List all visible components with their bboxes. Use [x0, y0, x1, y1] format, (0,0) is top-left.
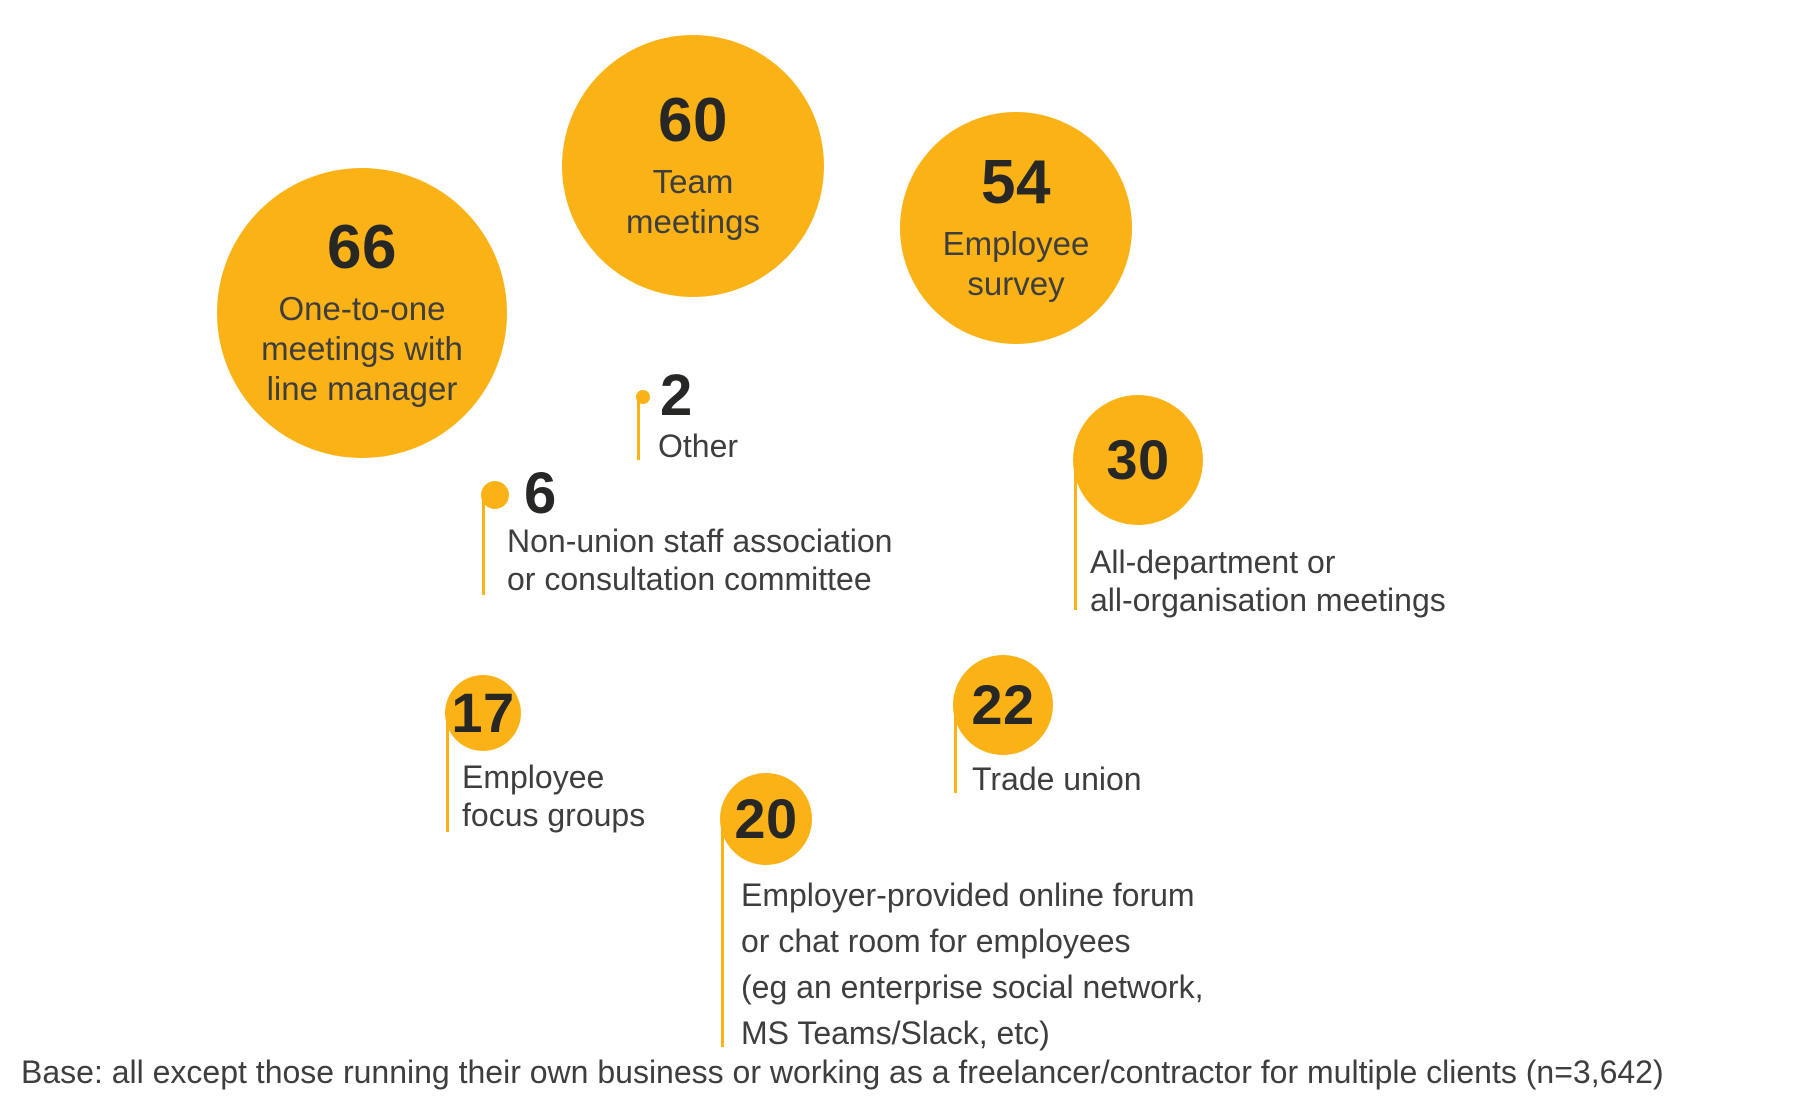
bubble-label-line: One-to-one [278, 290, 446, 327]
bubble-value: 6 [524, 460, 557, 526]
bubble-label-line: all-organisation meetings [1090, 582, 1446, 618]
bubble-circle-30: 30 [1073, 395, 1203, 525]
bubble-value: 54 [981, 148, 1051, 217]
bubble-circle-17: 17 [445, 675, 521, 751]
bubble-value: 66 [327, 213, 397, 282]
bubble-label-line: Employee [462, 759, 605, 795]
bubble-value: 60 [658, 86, 728, 155]
bubble-value: 22 [971, 673, 1035, 736]
bubble-label-line: survey [967, 265, 1065, 302]
connector-line-30 [1074, 460, 1077, 610]
bubble-label: Employer-provided online forum or chat ro… [741, 872, 1203, 1056]
bubble-value: 20 [734, 787, 798, 850]
bubble-dot-2 [636, 390, 650, 404]
bubble-label-line: Non-union staff association [507, 523, 893, 559]
bubble-label: Trade union [972, 760, 1142, 798]
connector-line-22 [954, 705, 957, 793]
bubble-label-line: Employee [942, 225, 1090, 262]
bubble-label-line: meetings with [261, 330, 463, 367]
bubble-circle-20: 20 [720, 773, 812, 865]
bubble-label: Other [658, 427, 738, 465]
bubble-label-line: or chat room for employees [741, 923, 1131, 959]
bubble-label-line: All-department or [1090, 544, 1336, 580]
bubble-label-line: focus groups [462, 797, 646, 833]
bubble-label-line: Employer-provided online forum [741, 877, 1195, 913]
bubble-label-line: (eg an enterprise social network, [741, 969, 1204, 1005]
bubble-label-line: line manager [266, 370, 458, 407]
connector-line-6 [482, 495, 485, 595]
bubble-label-line: Trade union [972, 761, 1142, 797]
bubble-dot-6 [481, 481, 509, 509]
connector-line-20 [721, 819, 724, 1047]
bubble-circle-22: 22 [953, 655, 1053, 755]
bubble-label-line: Other [658, 428, 739, 464]
bubble-label-line: MS Teams/Slack, etc) [741, 1015, 1050, 1051]
bubble-label-line: Team [652, 163, 734, 200]
bubble-label-line: or consultation committee [507, 561, 872, 597]
bubble-value: 2 [660, 362, 693, 428]
bubble-label-line: meetings [626, 203, 760, 240]
bubble-value: 30 [1106, 428, 1170, 491]
bubble-value: 17 [451, 681, 515, 744]
base-note: Base: all except those running their own… [21, 1054, 1664, 1090]
connector-line-2 [637, 397, 640, 460]
connector-line-17 [446, 713, 449, 832]
